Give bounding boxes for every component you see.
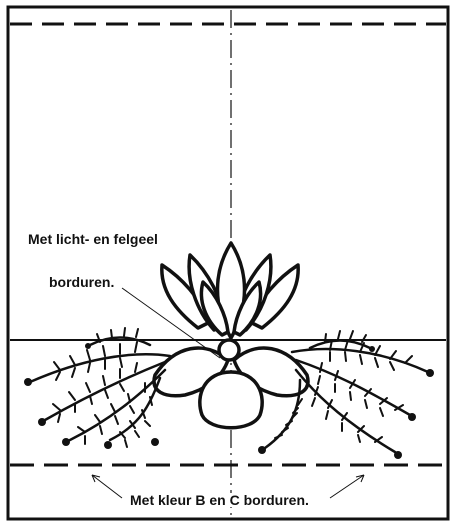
- left-leaflets: [53, 328, 152, 447]
- flower-petal-bottom: [200, 372, 262, 428]
- right-stem-5: [310, 341, 370, 349]
- flower-center: [219, 340, 239, 360]
- right-arrow: [330, 475, 364, 498]
- left-arrow: [92, 475, 122, 498]
- left-foliage: [24, 328, 170, 449]
- left-stem-3: [70, 370, 165, 440]
- label-top: Met licht- en felgeel: [26, 232, 160, 246]
- flower: [154, 243, 308, 428]
- label-second-line: borduren.: [47, 275, 116, 289]
- label-bottom: Met kleur B en C borduren.: [128, 493, 311, 507]
